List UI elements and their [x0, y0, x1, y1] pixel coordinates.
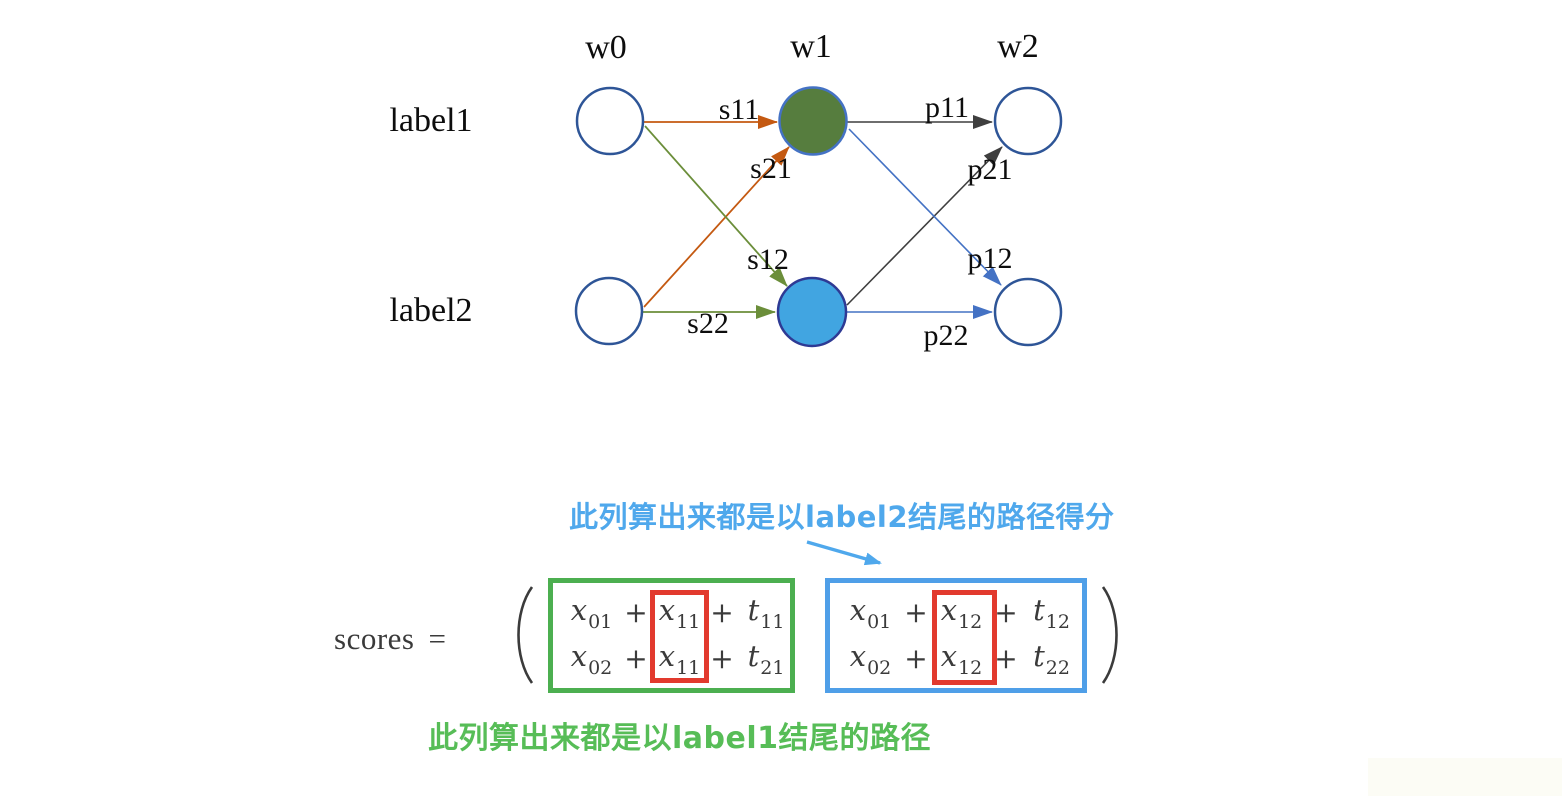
highlight-box-x11 — [650, 590, 709, 683]
annotation-label1-paths: 此列算出来都是以label1结尾的路径 — [428, 721, 932, 756]
edge-label-p12: p12 — [967, 242, 1013, 275]
edge-s12 — [644, 125, 788, 287]
column-header-w2: w2 — [997, 28, 1039, 65]
node-w1-label1 — [778, 86, 848, 156]
matrix-box-label2: x01 + x12 + t12 x02 + x12 + t22 — [825, 578, 1087, 693]
edge-label-s11: s11 — [718, 93, 760, 126]
scores-text: scores — [334, 621, 415, 656]
edge-label-s22: s22 — [687, 307, 729, 340]
row-label-label2: label2 — [389, 292, 473, 329]
edge-label-s12: s12 — [747, 243, 789, 276]
matrix-box-label1: x01 + x11 + t11 x02 + x11 + t21 — [548, 578, 795, 693]
column-header-w0: w0 — [585, 29, 627, 66]
edge-label-p22: p22 — [923, 319, 969, 352]
annotation-label2-paths: 此列算出来都是以label2结尾的路径得分 — [569, 500, 1115, 534]
matrix-right-row2: x02 + x12 + t22 — [849, 638, 1070, 680]
highlight-box-x12 — [932, 590, 997, 685]
edge-label-p21: p21 — [967, 153, 1013, 186]
column-header-w1: w1 — [790, 28, 832, 65]
matrix-left-row1: x01 + x11 + t11 — [570, 592, 785, 634]
node-w1-label2 — [776, 276, 848, 348]
formula-lhs: scores = — [334, 621, 446, 657]
edge-s21 — [643, 146, 790, 308]
equals-sign: = — [428, 621, 447, 656]
left-paren — [517, 586, 534, 684]
node-w2-label1 — [993, 86, 1063, 156]
node-w0-label2 — [574, 276, 644, 346]
faint-overlay-box — [1368, 758, 1562, 796]
annotation-arrow — [806, 540, 882, 566]
edge-label-p11: p11 — [925, 91, 969, 124]
row-label-label1: label1 — [389, 102, 473, 139]
right-paren — [1101, 586, 1118, 684]
matrix-left-row2: x02 + x11 + t21 — [570, 638, 785, 680]
matrix-right-row1: x01 + x12 + t12 — [849, 592, 1070, 634]
node-w0-label1 — [575, 86, 645, 156]
node-w2-label2 — [993, 277, 1063, 347]
edge-label-s21: s21 — [750, 152, 792, 185]
edge-p12 — [848, 128, 1002, 286]
edge-p21 — [846, 146, 1003, 306]
